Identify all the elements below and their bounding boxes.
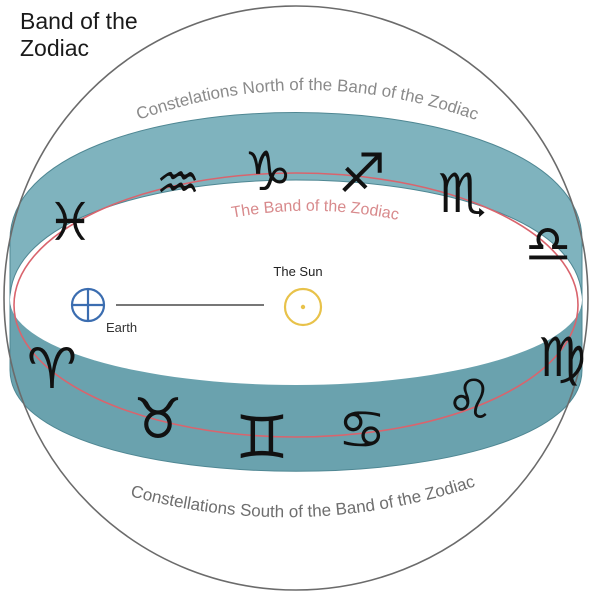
south-label: Constellations South of the Band of the … (129, 472, 478, 522)
earth-label: Earth (106, 320, 137, 335)
cancer-icon: ♋ (338, 398, 386, 461)
scorpio-icon: ♏ (438, 162, 486, 225)
band-inner-opening (10, 215, 582, 385)
virgo-icon: ♍ (538, 326, 586, 389)
sagittarius-icon: ♐ (338, 142, 386, 205)
pisces-icon: ♓ (47, 193, 94, 253)
gemini-icon: ♊ (235, 403, 289, 473)
aquarius-icon: ♒ (156, 154, 201, 212)
taurus-icon: ♉ (133, 387, 183, 452)
libra-icon: ♎ (525, 215, 572, 275)
leo-icon: ♌ (446, 368, 494, 431)
capricorn-icon: ♑ (244, 140, 292, 203)
earth-icon (72, 289, 104, 321)
aries-icon: ♈ (27, 337, 77, 402)
sun-label: The Sun (273, 264, 322, 279)
